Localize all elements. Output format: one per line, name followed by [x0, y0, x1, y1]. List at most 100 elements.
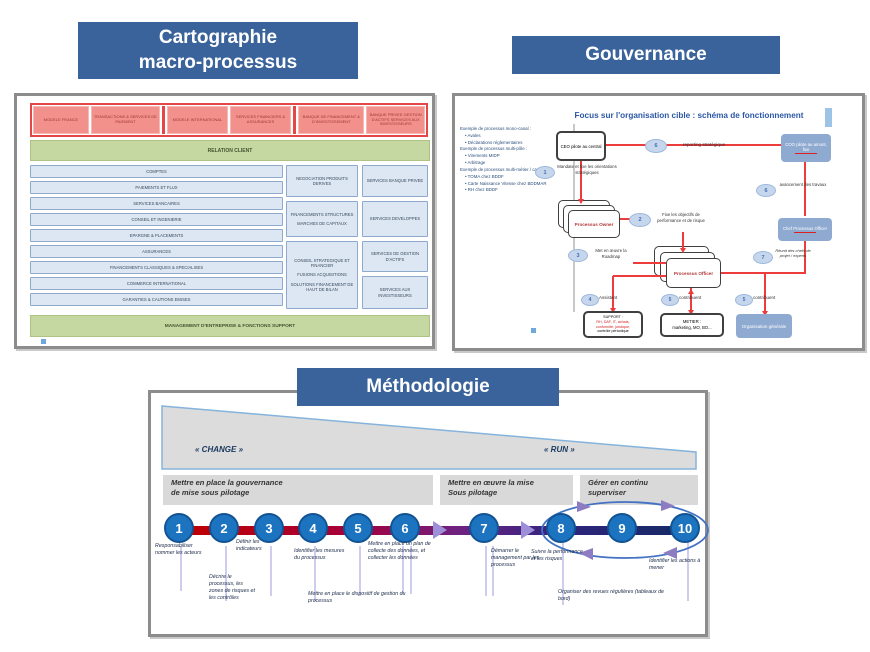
process-box-text: FINANCEMENTS STRUCTURES — [290, 212, 354, 218]
timeline-step: 2 — [209, 513, 239, 543]
sidebar-line: • TOMA chez BDDF — [465, 173, 504, 179]
process-row: FINANCEMENTS CLASSIQUES & SPECIALISES — [30, 261, 283, 274]
step-annotation: Décrire le processus, les zones de risqu… — [209, 574, 255, 602]
support-box-line: conformité, juridique, — [595, 324, 631, 329]
arrowhead — [688, 289, 694, 294]
step-annotation: Identifier les actions à mener — [649, 558, 701, 572]
process-row: COMPTES — [30, 165, 283, 178]
tick-line — [687, 541, 689, 601]
process-box: SERVICES AUX INVESTISSEURS — [362, 276, 428, 309]
gov-title: Focus sur l'organisation cible : schéma … — [574, 111, 804, 120]
timeline-step: 3 — [254, 513, 284, 543]
sidebar-line: Exemple de processus mono-canal : — [460, 126, 532, 131]
process-box-text: MARCHES DE CAPITAUX — [297, 220, 347, 226]
sidebar-line: • Virements MIDP — [465, 153, 500, 159]
timeline-step: 6 — [390, 513, 420, 543]
gov-sidebar: Exemple de processus mono-canal : • Aval… — [460, 126, 570, 194]
timeline-step: 9 — [607, 513, 637, 543]
phase-bar: Mettre en place la gouvernance de mise s… — [163, 475, 433, 505]
connector-line — [804, 162, 806, 216]
connector-line — [682, 232, 684, 250]
timeline-step: 1 — [164, 513, 194, 543]
step-badge: 3 — [568, 249, 588, 262]
connector-line — [612, 276, 614, 311]
tick-line — [492, 546, 494, 596]
arrowhead — [680, 248, 686, 253]
tick-line — [314, 546, 316, 601]
process-row: CONSEIL ET INGENIERIE — [30, 213, 283, 226]
macro-top-row: MODELE FRANCE TRANSACTIONS & SERVICES DE… — [30, 103, 428, 137]
process-box: CONSEIL STRATEGIQUE ET FINANCIER FUSIONS… — [286, 241, 358, 309]
connector-line — [718, 272, 805, 274]
timeline-arrow — [521, 521, 535, 539]
gov-label-assistent: Assistent — [599, 295, 618, 300]
tick-line — [562, 543, 564, 605]
gov-label-roadmap: Met en œuvre la Roadmap — [595, 248, 627, 259]
step-badge: 4 — [581, 294, 599, 306]
banner-methodologie: Méthodologie — [297, 368, 559, 406]
step-annotation: Définir les indicateurs — [236, 539, 262, 553]
tick-line — [359, 546, 361, 596]
metier-box-line: marketing, MO, BO... — [672, 325, 712, 330]
process-box: SERVICES DE GESTION D'ACTIFS — [362, 241, 428, 272]
connector-line — [764, 274, 766, 314]
support-box-line: contrôle périodique — [597, 329, 629, 334]
gov-label-contribuent: contribuent — [753, 295, 776, 300]
step-badge: 6 — [645, 139, 667, 153]
banner-cartographie: Cartographie macro-processus — [78, 22, 358, 79]
slide-marker — [41, 339, 46, 344]
slide-marker — [531, 328, 536, 333]
chef-officer-box: Chef Processus Officer — [778, 218, 832, 241]
phase-bar-line: Gérer en continu — [588, 478, 649, 487]
connector-line — [633, 262, 666, 264]
banner-cartographie-line1: Cartographie — [158, 26, 278, 48]
change-run-shape — [161, 405, 697, 470]
step-annotation: Suivre la performance et les risques — [531, 549, 583, 563]
timeline-step: 7 — [469, 513, 499, 543]
gov-label-reporting: reporting stratégique — [682, 142, 726, 147]
connector-line — [690, 288, 692, 313]
process-box: SERVICES BANQUE PRIVEE — [362, 165, 428, 197]
banner-cartographie-line2: macro-processus — [138, 51, 298, 73]
red-underline — [794, 231, 816, 234]
timeline-step: 8 — [546, 513, 576, 543]
macro-top-box: SERVICES FINANCIERS & ASSURANCES — [230, 106, 292, 134]
macro-top-box: MODELE FRANCE — [33, 106, 89, 134]
phase-bar-line: de mise sous pilotage — [171, 487, 250, 497]
step-annotation: Organiser des revues régulières (tableau… — [558, 589, 664, 603]
step-annotation: Identifier les mesures du processus — [294, 548, 345, 562]
arrowhead — [610, 308, 616, 313]
arrowhead — [688, 310, 694, 315]
process-box: FINANCEMENTS STRUCTURES MARCHES DE CAPIT… — [286, 201, 358, 237]
step-annotation: Mettre en place un plan de collecte des … — [368, 541, 431, 562]
tick-line — [270, 546, 272, 596]
gov-label-reunit: Réunit des chefs de projet / experts — [775, 248, 811, 259]
title-accent — [825, 108, 832, 127]
banner-gouvernance: Gouvernance — [512, 36, 780, 74]
process-box: NEGOCIATION PRODUITS DERIVES — [286, 165, 358, 197]
support-box-line: SUPPORT : — [603, 314, 623, 319]
cycle-loop — [541, 500, 709, 560]
process-box-text: NEGOCIATION PRODUITS DERIVES — [296, 175, 348, 186]
panel-cartographie: MODELE FRANCE TRANSACTIONS & SERVICES DE… — [14, 93, 435, 349]
timeline-step: 5 — [343, 513, 373, 543]
tick-line — [402, 546, 404, 594]
process-box: SERVICES DEVELOPPES — [362, 201, 428, 237]
tick-line — [410, 546, 412, 594]
process-row: ASSURANCES — [30, 245, 283, 258]
relation-client-bar: RELATION CLIENT — [30, 140, 430, 161]
connector-line — [580, 161, 582, 201]
gov-label-avancement: avancement des travaux — [779, 182, 827, 187]
metier-box: METIER : marketing, MO, BO... — [660, 313, 724, 337]
timeline-step: 4 — [298, 513, 328, 543]
management-bar: MANAGEMENT D'ENTREPRISE & FONCTIONS SUPP… — [30, 315, 430, 337]
metier-box-line: METIER : — [682, 318, 702, 324]
step-annotation: Mettre en place le dispositif de gestion… — [308, 591, 406, 605]
process-box-text: SOLUTIONS FINANCEMENT DE HAUT DE BILAN — [290, 281, 354, 292]
sidebar-line: • Arbitrage — [465, 160, 486, 166]
gov-label-mandate: Mandate et fixe les orientations stratég… — [557, 164, 617, 175]
process-box-text: CONSEIL STRATEGIQUE ET FINANCIER — [294, 257, 350, 269]
macro-top-box: BANQUE DE FINANCEMENT & D'INVESTISSEMENT — [298, 106, 365, 134]
sidebar-line: • Carte Naissance Vitesse chez BDDMAR — [465, 180, 547, 186]
